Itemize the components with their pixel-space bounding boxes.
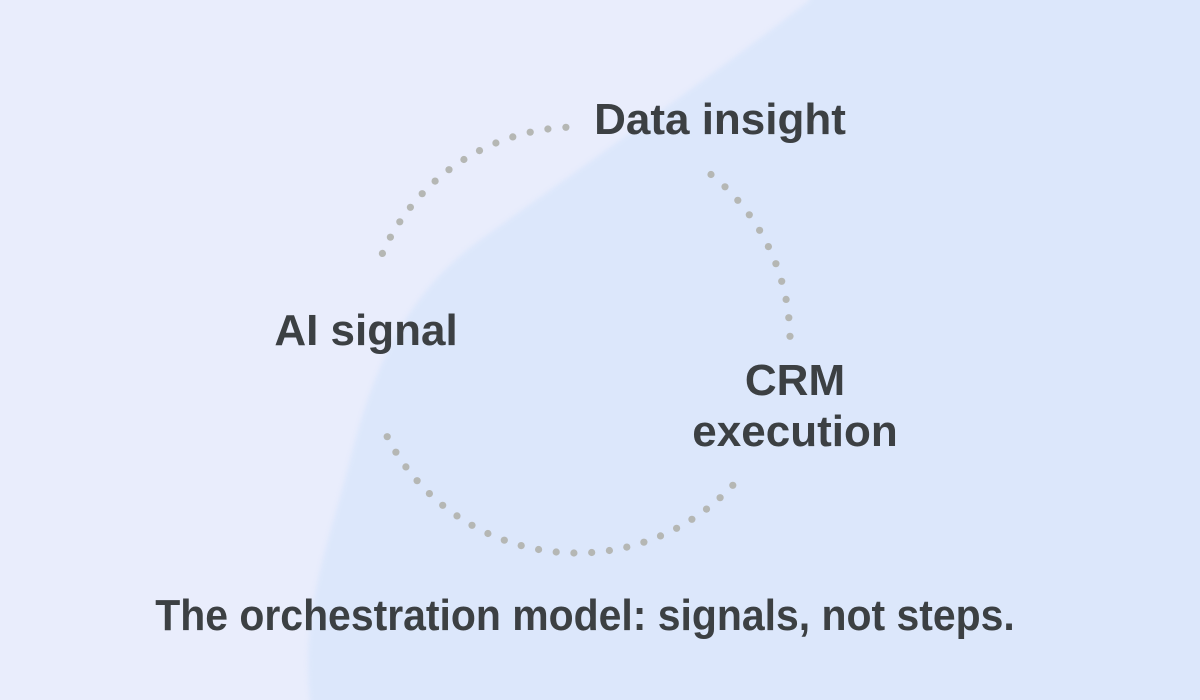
- ring-dot: [782, 295, 790, 303]
- ring-dot: [383, 433, 391, 441]
- ring-dot: [402, 463, 410, 471]
- ring-dot: [445, 166, 453, 174]
- ring-dot: [500, 536, 508, 544]
- ring-dot: [552, 548, 560, 556]
- ring-dot: [453, 512, 461, 520]
- ring-dot: [734, 196, 742, 204]
- caption: The orchestration model: signals, not st…: [155, 591, 1015, 640]
- ring-dot: [413, 477, 421, 485]
- node-label-ai-signal: AI signal: [274, 306, 458, 355]
- node-label-crm-execution: CRM execution: [692, 355, 897, 457]
- ring-dot: [688, 515, 696, 523]
- ring-dot: [707, 170, 715, 179]
- ring-dot: [526, 128, 534, 136]
- ring-dot: [702, 505, 711, 513]
- ring-dot: [392, 448, 400, 456]
- ring-dot: [588, 548, 596, 557]
- ring-dot: [786, 332, 794, 340]
- ring-dot: [492, 139, 500, 147]
- ring-dot: [425, 490, 433, 498]
- ring-dot: [756, 226, 764, 234]
- ring-dot: [778, 277, 786, 285]
- ring-dot: [517, 542, 525, 550]
- ring-dot: [378, 249, 386, 257]
- ring-dot: [396, 218, 404, 226]
- ring-dot: [484, 529, 492, 538]
- ring-dot: [764, 243, 773, 251]
- crm-execution-line-2: execution: [692, 407, 898, 456]
- ring-dot: [406, 203, 414, 211]
- ring-dot: [570, 549, 578, 557]
- ring-dot: [475, 147, 484, 155]
- ring-dot: [544, 125, 552, 133]
- ring-dot: [640, 538, 648, 546]
- ring-dot: [418, 190, 426, 198]
- dotted-circle: [378, 123, 794, 557]
- ring-dot: [386, 233, 394, 241]
- ring-dot: [535, 545, 543, 554]
- ring-dot: [772, 260, 780, 268]
- ring-dot: [745, 211, 753, 219]
- ring-dot: [673, 524, 681, 532]
- ring-dot: [729, 481, 737, 489]
- background-blob: [308, 0, 1200, 700]
- ring-dot: [656, 532, 665, 540]
- ring-dot: [439, 501, 447, 509]
- node-label-data-insight: Data insight: [594, 95, 846, 144]
- ring-dot: [716, 494, 724, 502]
- ring-dot: [623, 543, 631, 551]
- ring-dot: [468, 521, 476, 529]
- ring-dot: [785, 314, 793, 322]
- ring-dot: [460, 155, 468, 164]
- ring-dot: [562, 123, 570, 131]
- ring-dot: [605, 546, 614, 555]
- ring-dot: [721, 183, 729, 191]
- ring-dot: [509, 133, 517, 141]
- ring-dot: [431, 177, 439, 185]
- crm-execution-line-1: CRM: [744, 356, 846, 405]
